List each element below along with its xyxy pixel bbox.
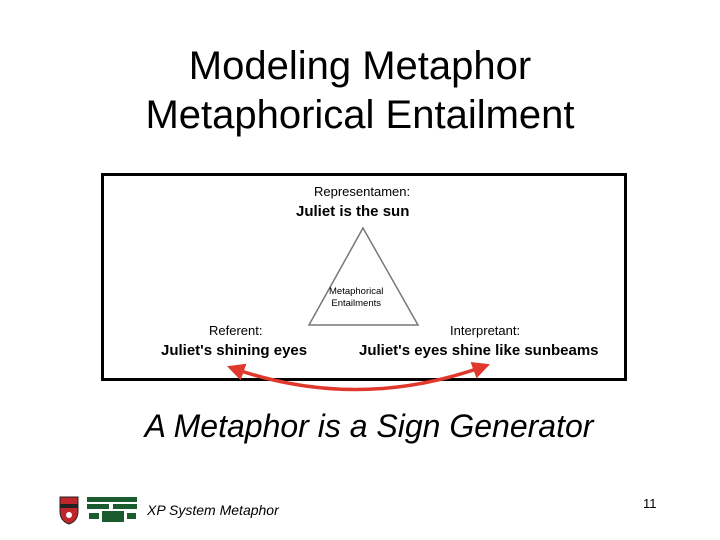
interpretant-heading: Interpretant: [450,323,521,338]
title-line-2: Metaphorical Entailment [145,93,575,137]
title-line-1: Modeling Metaphor [188,44,532,88]
triangle-diagram [307,226,420,326]
arrow-curve [227,361,490,392]
university-crest-icon [59,496,79,525]
footer-text: XP System Metaphor [147,502,279,518]
entailments-label: Metaphorical Entailments [329,286,383,310]
referent-value: Juliet's shining eyes [161,342,308,359]
representamen-value: Juliet is the sun [296,203,410,220]
triangle-shape [307,226,420,326]
page-number: 11 [643,496,657,511]
representamen-heading: Representamen: [314,184,411,199]
semiotic-triangle-figure: Representamen: Juliet is the sun Metapho… [101,173,627,381]
entailments-label-line-1: Metaphorical [329,286,384,297]
slide-title: Modeling Metaphor Metaphorical Entailmen… [0,42,720,140]
entailments-label-line-2: Entailments [331,298,382,309]
university-wordmark-icon [87,497,137,522]
slide-subtitle: A Metaphor is a Sign Generator [144,408,594,444]
interpretant-value: Juliet's eyes shine like sunbeams [359,342,599,359]
referent-heading: Referent: [209,323,263,338]
